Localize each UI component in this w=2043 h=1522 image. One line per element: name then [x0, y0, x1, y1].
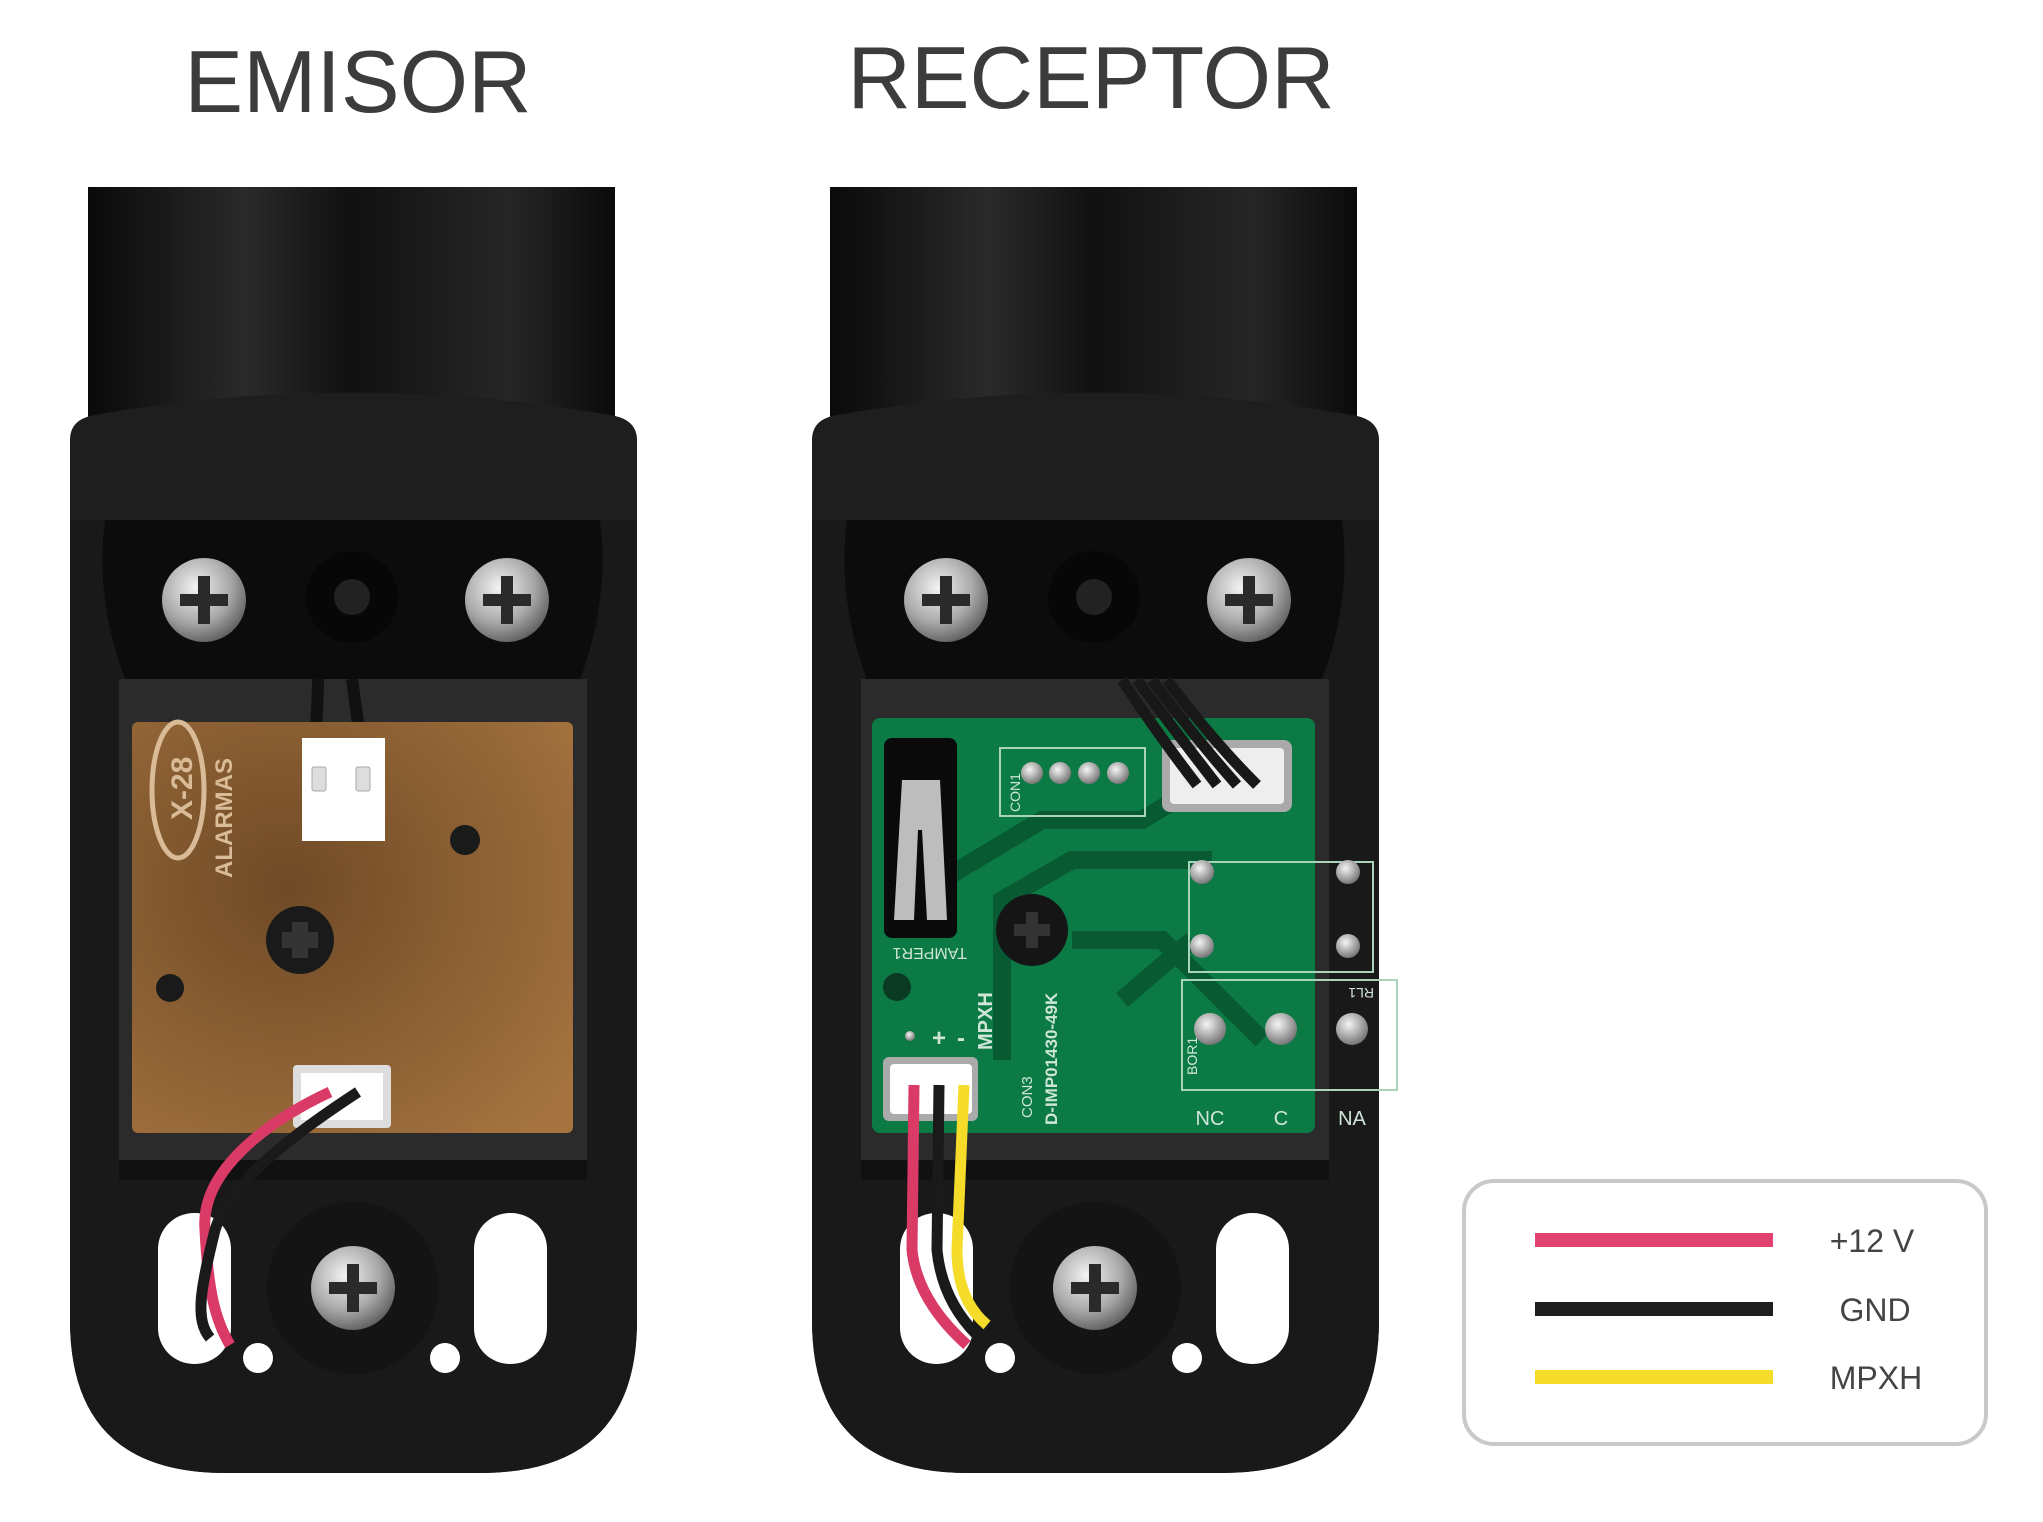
nc-label: NC	[1196, 1108, 1225, 1130]
logo-text: X-28	[166, 757, 199, 820]
wire-gnd	[931, 1084, 981, 1339]
legend-swatch-mpxh	[1535, 1370, 1773, 1384]
terminal-block	[1181, 979, 1398, 1091]
screw-icon	[1207, 558, 1291, 642]
mount-screw-icon	[1053, 1246, 1137, 1330]
bor1-label: BOR1	[1184, 1037, 1200, 1075]
receiver-device: TAMPER1 CON1 RL1 BOR1 NC C NA + - MPXH C…	[812, 187, 1398, 1473]
wire-mpxh	[951, 1084, 991, 1330]
legend-label-gnd: GND	[1839, 1292, 1910, 1328]
tamper-label: TAMPER1	[893, 944, 967, 961]
screw-icon	[465, 558, 549, 642]
part-number: D-IMP01430-49K	[1042, 992, 1061, 1125]
legend-swatch-12v	[1535, 1233, 1773, 1247]
wire-12v	[906, 1084, 971, 1350]
legend-swatch-gnd	[1535, 1302, 1773, 1316]
minus-label: -	[957, 1025, 965, 1052]
na-label: NA	[1338, 1108, 1366, 1130]
mount-screw-icon	[311, 1246, 395, 1330]
wire-gnd	[195, 1087, 362, 1342]
c-label: C	[1274, 1108, 1288, 1130]
legend-label-12v: +12 V	[1830, 1223, 1915, 1259]
relay	[1188, 861, 1374, 973]
rl1-label: RL1	[1348, 985, 1374, 1001]
emitter-device: X-28 ALARMAS	[70, 187, 637, 1473]
plus-label: +	[932, 1025, 946, 1052]
receiver-title: RECEPTOR	[847, 28, 1334, 127]
emitter-title: EMISOR	[184, 32, 531, 131]
screw-icon	[904, 558, 988, 642]
brand-text: ALARMAS	[211, 758, 238, 878]
wire-12v	[199, 1087, 333, 1348]
legend-label-mpxh: MPXH	[1830, 1360, 1922, 1396]
screw-icon	[162, 558, 246, 642]
emitter-pcb	[132, 722, 573, 1133]
x28-logo	[149, 719, 207, 861]
wire-legend: +12 V GND MPXH	[1462, 1179, 1988, 1446]
mpxh-label: MPXH	[975, 992, 997, 1050]
con1-label: CON1	[1007, 773, 1023, 812]
con3-label: CON3	[1019, 1076, 1036, 1118]
